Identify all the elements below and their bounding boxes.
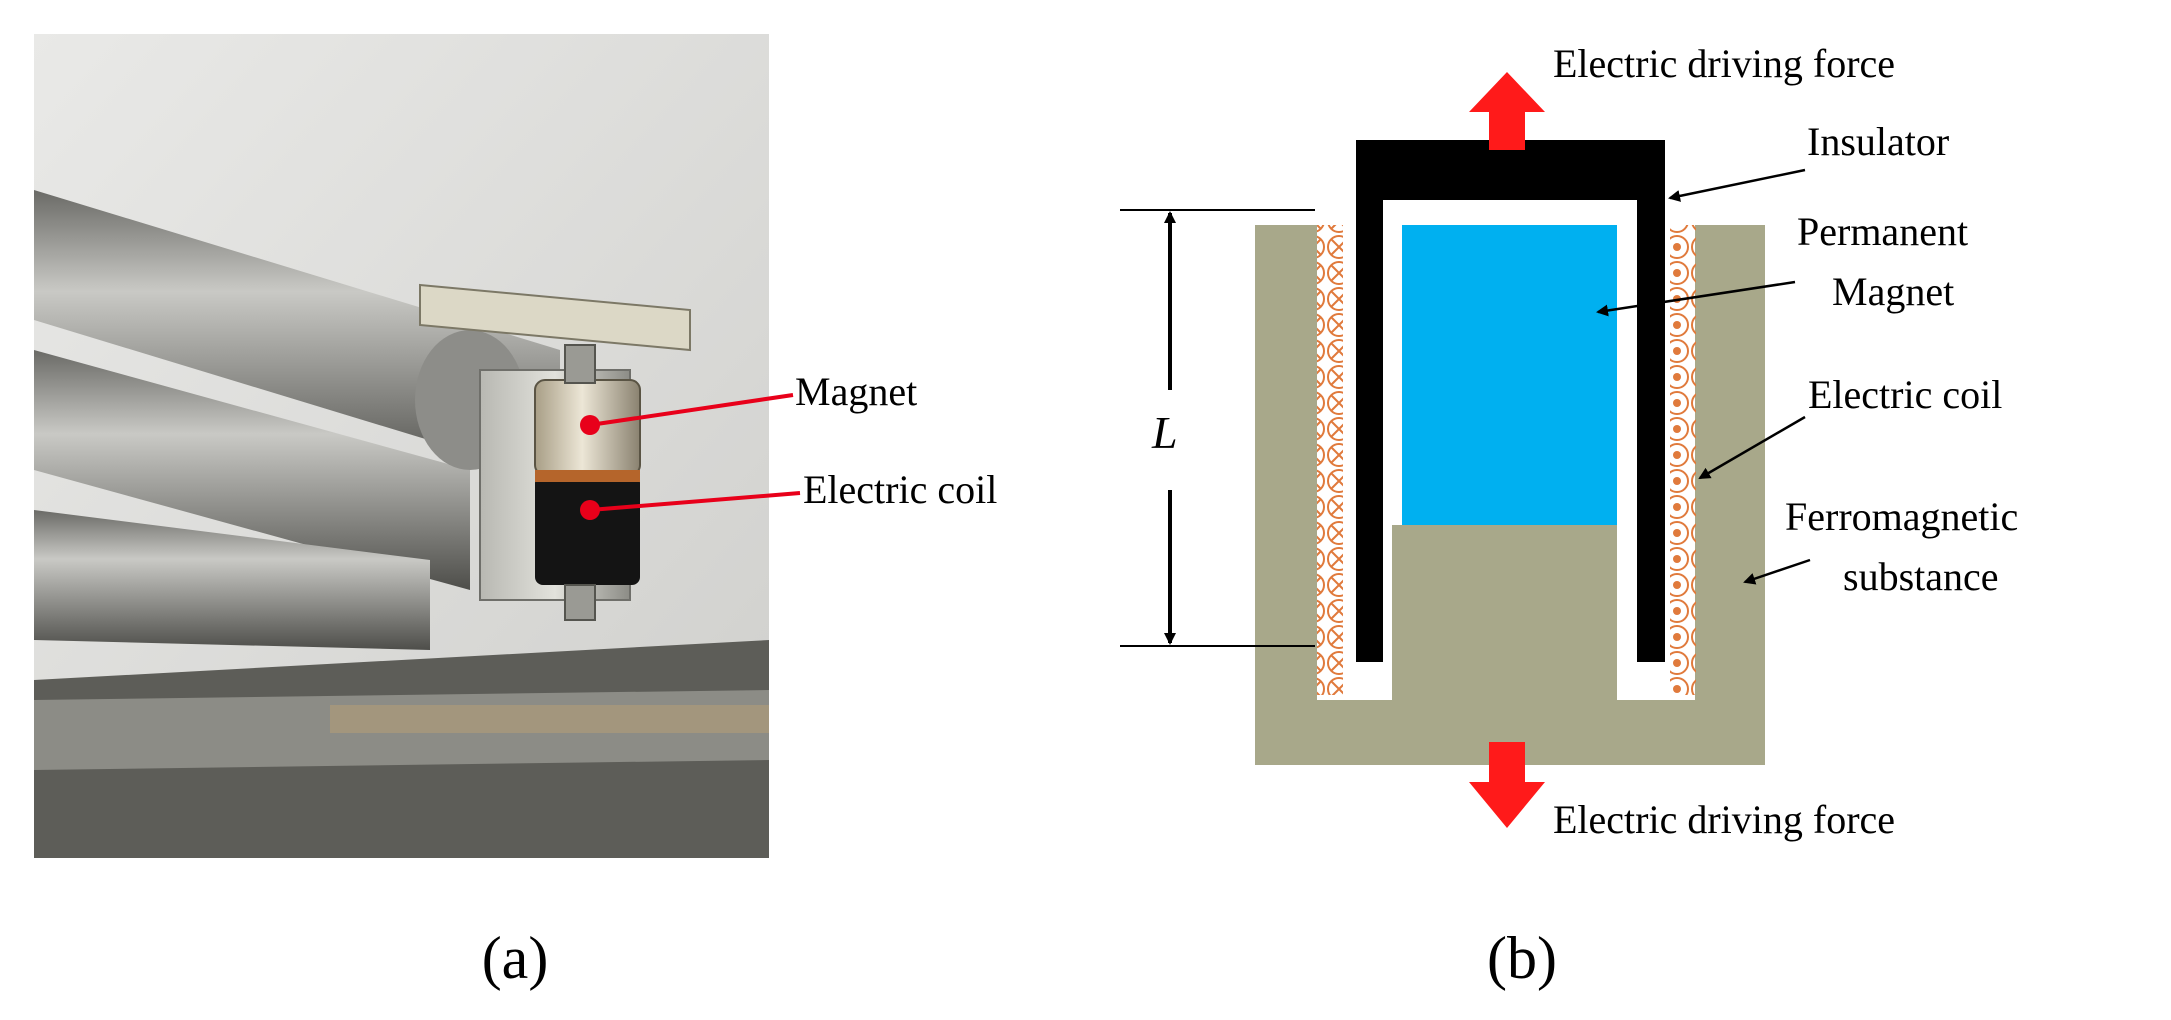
coil-label: Electric coil	[1808, 372, 2002, 417]
permanent-magnet-label-line2: Magnet	[1832, 269, 1954, 314]
permanent-magnet	[1402, 225, 1617, 525]
rust-strip	[330, 705, 769, 733]
ferro-label-line2: substance	[1843, 554, 1999, 599]
pipe-middle	[34, 350, 470, 590]
magnet-leader	[1596, 280, 1796, 317]
coil-leader	[1698, 415, 1806, 480]
force-arrow-down	[1469, 742, 1545, 828]
coil-cylinder	[535, 475, 640, 585]
force-top-label: Electric driving force	[1553, 41, 1895, 86]
coil-bottom-pin	[564, 584, 596, 621]
magnet-top-pin	[564, 344, 596, 384]
force-arrow-up	[1469, 72, 1545, 150]
schematic	[1120, 72, 1811, 828]
coil-right-windings	[1670, 225, 1696, 695]
panel-a-sublabel: (a)	[482, 925, 549, 991]
panel-b-sublabel: (b)	[1487, 925, 1557, 991]
insulator-leader	[1668, 168, 1806, 202]
ferro-label-line1: Ferromagnetic	[1785, 494, 2018, 539]
length-label: L	[1151, 407, 1178, 458]
coil-copper-band	[535, 470, 640, 482]
ferro-leader	[1743, 558, 1811, 585]
coil-callout-line	[589, 491, 801, 512]
circuit-board	[419, 283, 691, 352]
force-bottom-label: Electric driving force	[1553, 797, 1895, 842]
ferromagnetic-body	[1255, 225, 1765, 765]
coil-left-windings	[1317, 225, 1343, 695]
magnet-callout-label: Magnet	[795, 369, 917, 414]
insulator	[1356, 140, 1665, 662]
photo-panel	[34, 34, 801, 858]
permanent-magnet-label-line1: Permanent	[1797, 209, 1968, 254]
magnet-callout-line	[589, 393, 794, 427]
insulator-label: Insulator	[1807, 119, 1949, 164]
coil-callout-label: Electric coil	[803, 467, 997, 512]
pipe-lower	[34, 510, 430, 650]
